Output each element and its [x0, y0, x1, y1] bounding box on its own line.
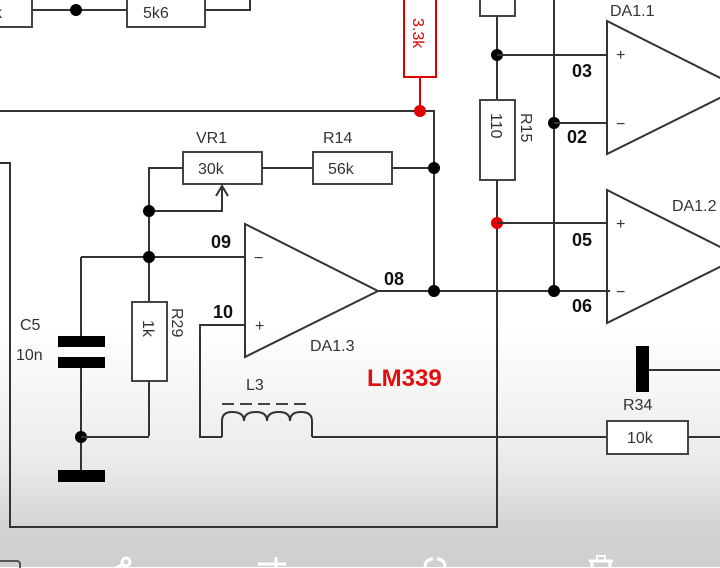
pin-label-06: 06	[572, 296, 592, 316]
pin-label-03: 03	[572, 61, 592, 81]
r14-value: 56k	[328, 161, 355, 178]
wiper-wire	[149, 188, 223, 212]
edit-icon[interactable]	[112, 554, 136, 568]
plus-sign: +	[616, 47, 625, 64]
junction-node	[548, 285, 560, 297]
resistor-5k6	[126, 0, 206, 28]
adjust-icon[interactable]	[254, 554, 290, 568]
wire-frame	[0, 16, 498, 528]
resistor-3-3k-value: 3.3k	[409, 18, 426, 49]
delete-icon[interactable]	[586, 554, 616, 568]
junction-node	[428, 162, 440, 174]
da1-3-label: DA1.3	[310, 338, 355, 355]
ground-symbol-icon	[58, 470, 105, 482]
ground-bar-icon	[636, 346, 649, 392]
lens-icon[interactable]	[420, 554, 450, 568]
resistor-top-right	[479, 0, 516, 17]
resistor-top-partial	[0, 0, 33, 28]
wiper-arrow-icon	[215, 184, 229, 197]
capacitor-c5-plate-top	[58, 336, 105, 347]
plus-sign: +	[616, 216, 625, 233]
photo-toolbar	[0, 548, 720, 568]
resistor-r14	[312, 151, 393, 185]
wire	[199, 324, 245, 438]
pin-label-08: 08	[384, 269, 404, 289]
c5-value: 10n	[16, 347, 43, 364]
r29-value: 1k	[139, 320, 156, 338]
r15-value: 110	[487, 113, 504, 139]
r34-value: 10k	[627, 430, 654, 447]
opamp-da1-3	[244, 222, 381, 359]
opamp-da1-1	[606, 19, 720, 156]
junction-node	[428, 285, 440, 297]
l3-label: L3	[246, 377, 264, 394]
crop-icon[interactable]	[0, 554, 24, 568]
capacitor-c5-plate-bottom	[58, 357, 105, 368]
resistor-r29	[131, 301, 168, 382]
r15-label: R15	[517, 113, 534, 142]
pin-label-09: 09	[211, 232, 231, 252]
plus-sign: +	[255, 318, 264, 335]
wire	[205, 0, 251, 11]
resistor-r15	[479, 99, 516, 181]
r14-label: R14	[323, 130, 352, 147]
junction-node-highlighted	[414, 105, 426, 117]
minus-sign: −	[254, 250, 263, 267]
vr1-label: VR1	[196, 130, 227, 147]
resistor-5k6-value: 5k6	[143, 5, 169, 22]
junction-node	[143, 205, 155, 217]
resistor-top-partial-value: k	[0, 5, 3, 22]
r34-label: R34	[623, 397, 652, 414]
minus-sign: −	[616, 116, 625, 133]
vr1-value: 30k	[198, 161, 225, 178]
da1-1-label: DA1.1	[610, 3, 655, 20]
chip-label: LM339	[367, 365, 442, 392]
resistor-3-3k	[403, 0, 437, 78]
inductor-l3	[221, 410, 313, 437]
wire	[0, 110, 435, 292]
junction-node	[70, 4, 82, 16]
da1-2-label: DA1.2	[672, 198, 717, 215]
minus-sign: −	[616, 284, 625, 301]
r29-label: R29	[168, 308, 185, 337]
pin-label-05: 05	[572, 230, 592, 250]
junction-node	[143, 251, 155, 263]
opamp-da1-2	[606, 188, 720, 325]
pin-label-10: 10	[213, 302, 233, 322]
c5-label: C5	[20, 317, 41, 334]
pin-label-02: 02	[567, 127, 587, 147]
